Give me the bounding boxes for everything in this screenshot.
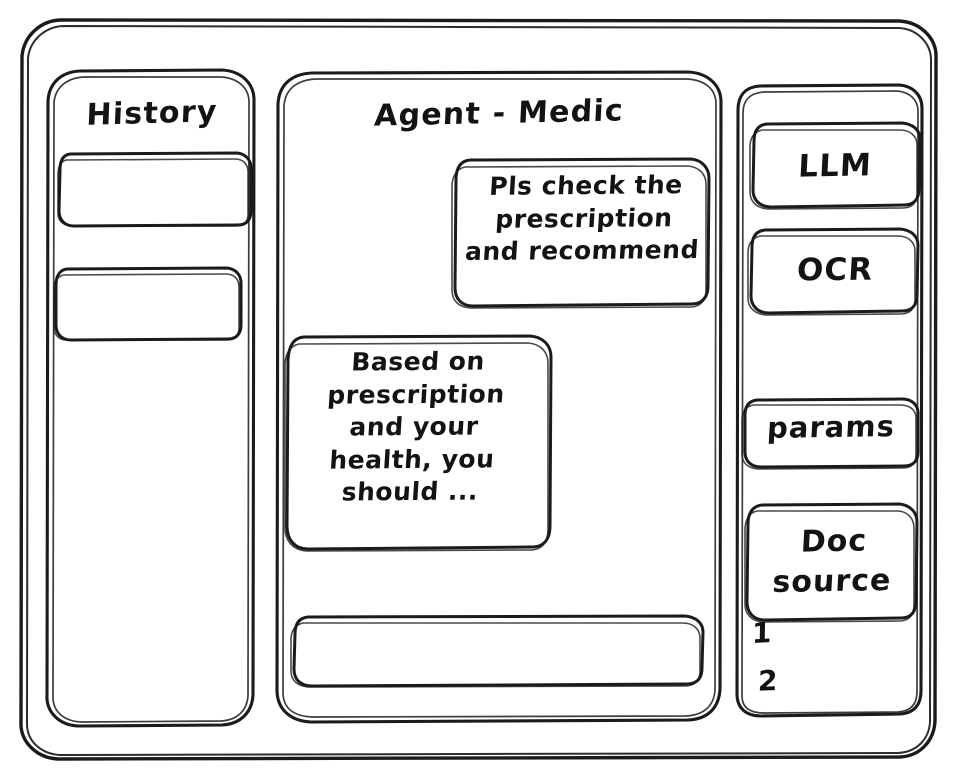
page-title-agent: Agent - Medic <box>373 93 625 134</box>
message-bubble-assistant: Based on prescription and your health, y… <box>326 346 506 507</box>
tool-doc-source-label: Doc source <box>771 523 893 600</box>
history-item-2[interactable] <box>54 268 242 341</box>
doc-source-item-2[interactable]: 2 <box>757 664 779 698</box>
message-input[interactable] <box>291 616 703 687</box>
tool-llm-label: LLM <box>797 147 873 185</box>
tool-ocr-label: OCR <box>795 251 875 289</box>
history-item-1[interactable] <box>58 153 252 227</box>
tool-params-label: params <box>766 409 896 445</box>
page-title-history: History <box>85 94 219 133</box>
doc-source-item-1[interactable]: 1 <box>751 616 773 651</box>
message-bubble-user: Pls check the prescription and recommend <box>464 170 700 267</box>
